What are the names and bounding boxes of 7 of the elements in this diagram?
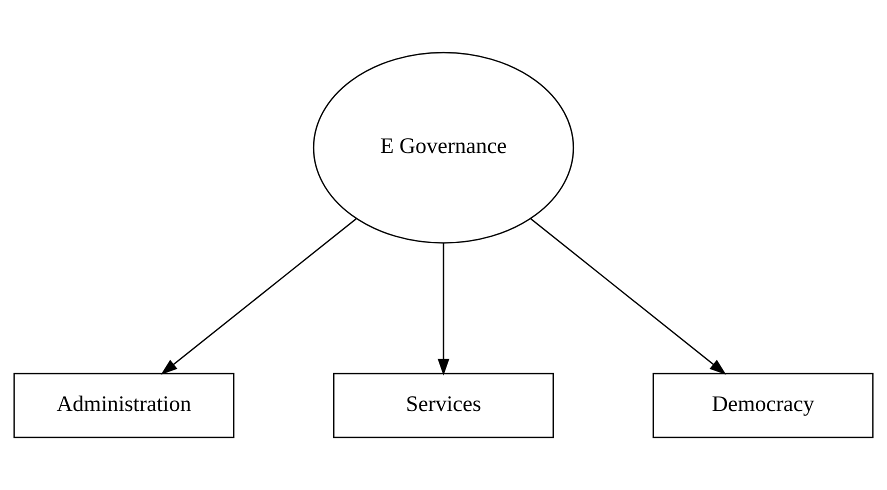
node-box: Services — [333, 372, 554, 438]
node-box: Administration — [13, 372, 234, 438]
arrow — [160, 218, 357, 375]
arrow — [530, 218, 726, 375]
node-ellipse: E Governance — [312, 52, 574, 244]
arrow — [438, 242, 450, 376]
node-box: Democracy — [652, 372, 874, 438]
